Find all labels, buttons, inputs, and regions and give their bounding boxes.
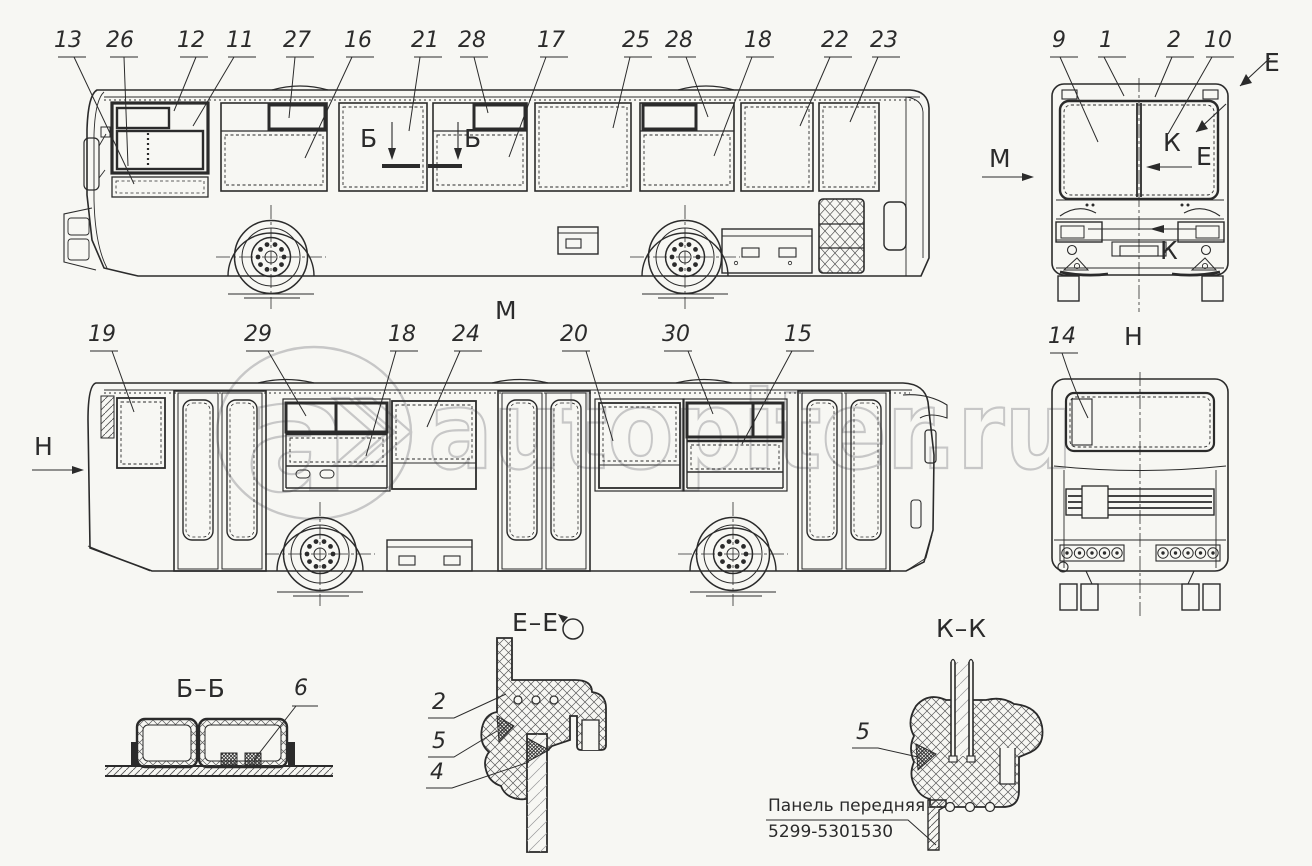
watermark-logo-letter: a [245,346,350,527]
callout-ee-5: 5 [432,729,446,754]
view-label-m: М [495,296,517,325]
bottom-side-view-drawing [32,378,948,607]
callout-17: 17 [537,28,565,53]
callout-29: 29 [244,322,272,347]
callout-19: 19 [88,322,116,347]
callout-15: 15 [784,322,812,347]
callout-18b: 18 [388,322,416,347]
kk-note-line1: Панель передняя [768,796,926,816]
callout-13: 13 [54,28,82,53]
leader-lines [58,56,1234,846]
callout-24: 24 [452,322,480,347]
section-mark-k1: К [1163,128,1181,157]
section-mark-b2: Б [464,124,482,153]
section-ee-title: Е–Е [512,608,560,637]
callout-21: 21 [411,28,439,53]
section-kk-drawing [909,658,1044,851]
view-label-h: Н [1124,322,1143,351]
callout-1: 1 [1099,28,1113,53]
callout-2: 2 [1167,28,1181,53]
section-ee-drawing [480,614,607,853]
callout-9: 9 [1052,28,1066,53]
callout-30: 30 [662,322,690,347]
callout-18: 18 [744,28,772,53]
view-marker-m: М [989,144,1011,173]
callout-ee-2: 2 [432,690,446,715]
section-mark-e1: Е [1264,48,1280,77]
callout-ee-4: 4 [430,760,444,785]
callout-20: 20 [560,322,588,347]
front-view-drawing [982,57,1271,312]
watermark-text: autopiter.ru [428,369,1073,494]
top-side-view-drawing [63,85,930,310]
section-bb-drawing [105,717,333,777]
watermark: a autopiter.ru [215,345,1074,528]
callout-kk-5: 5 [856,720,870,745]
callout-28b: 28 [665,28,693,53]
section-bb-title: Б–Б [176,674,226,703]
section-mark-k2: К [1160,236,1178,265]
callout-11: 11 [226,28,254,53]
section-kk-title: К–К [936,614,987,643]
callout-28: 28 [458,28,486,53]
callout-23: 23 [870,28,898,53]
section-mark-b1: Б [360,124,378,153]
section-mark-e2: Е [1196,142,1212,171]
callout-16: 16 [344,28,372,53]
callout-12: 12 [177,28,205,53]
callout-22: 22 [821,28,849,53]
callout-25: 25 [622,28,650,53]
callout-10: 10 [1204,28,1232,53]
rear-view-drawing [1051,372,1229,618]
callout-6: 6 [294,676,308,701]
view-marker-h: Н [34,432,53,461]
callout-27: 27 [283,28,311,53]
callout-26: 26 [106,28,134,53]
kk-note-line2: 5299-5301530 [768,822,894,842]
callout-14: 14 [1048,324,1076,349]
